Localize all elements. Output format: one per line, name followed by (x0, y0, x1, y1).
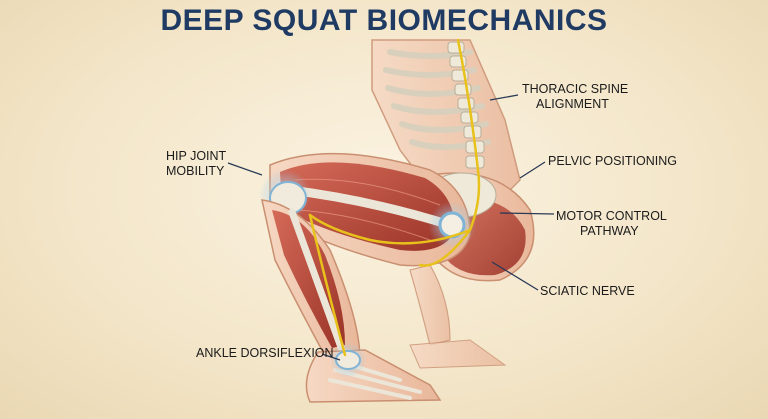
tibia (288, 208, 346, 354)
page-title: DEEP SQUAT BIOMECHANICS (160, 4, 608, 37)
label-motor-control: MOTOR CONTROL PATHWAY (556, 209, 667, 238)
label-thoracic-spine: THORACIC SPINE ALIGNMENT (522, 82, 629, 111)
label-pelvic-positioning: PELVIC POSITIONING (548, 154, 677, 168)
label-sciatic-nerve: SCIATIC NERVE (540, 284, 635, 298)
thigh-nerve-branch (418, 228, 472, 267)
back-lower-leg (409, 264, 451, 346)
ankle-joint (335, 350, 361, 370)
leg-nerve-path (308, 213, 347, 357)
label-hip-joint: HIP JOINT MOBILITY (166, 149, 227, 178)
sciatic-nerve-path (308, 213, 472, 245)
nerve-pathways (308, 38, 481, 357)
spinal-cord (456, 38, 481, 232)
back-foot (409, 339, 507, 369)
leader-lines (227, 94, 555, 361)
label-ankle-dorsiflexion: ANKLE DORSIFLEXION (196, 346, 334, 360)
